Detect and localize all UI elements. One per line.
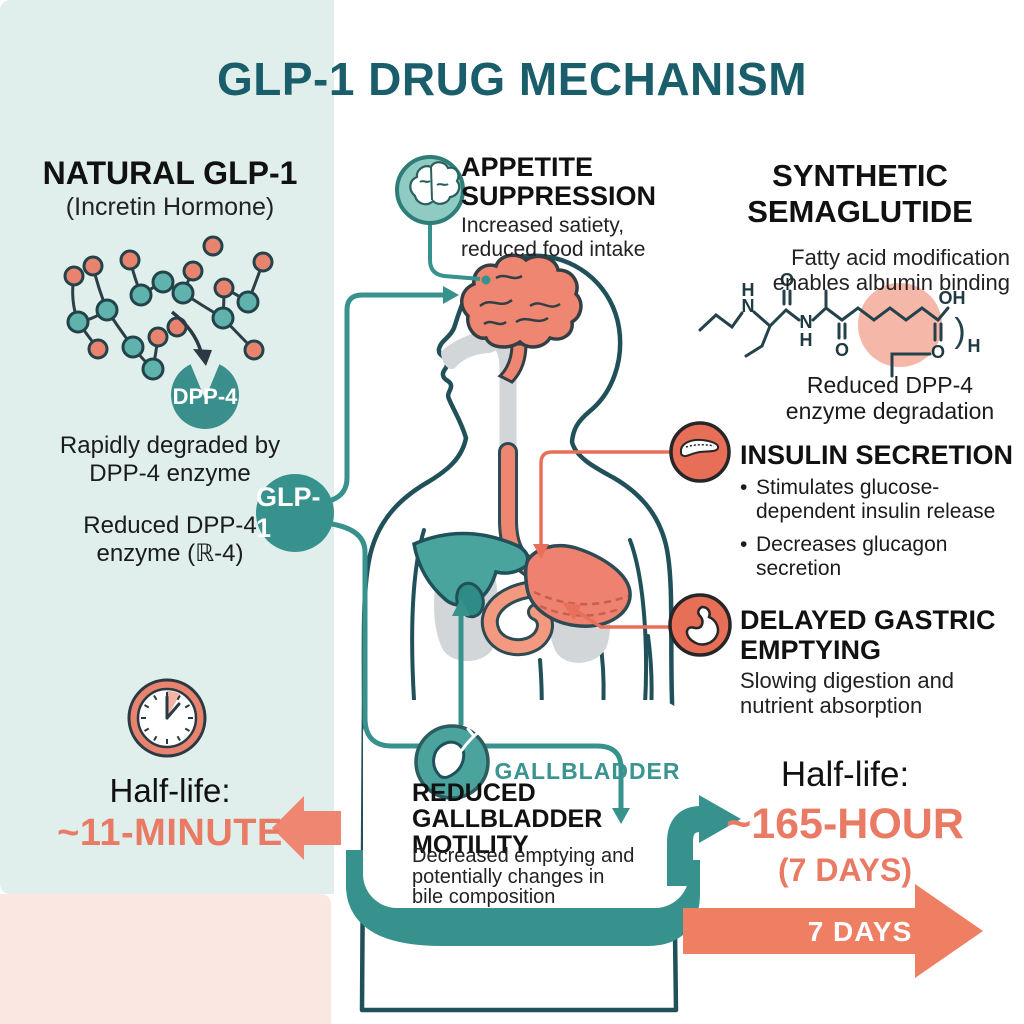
chem-label-n2: N: [800, 312, 813, 332]
chem-label-o1: O: [780, 270, 794, 290]
brain-icon: [395, 155, 465, 225]
coral-leaders: [539, 450, 672, 629]
teal-arrowhead-right: [699, 795, 741, 843]
natural-glp1-heading: NATURAL GLP-1: [42, 155, 298, 191]
chem-paren: ): [954, 312, 965, 350]
clock-icon: [127, 678, 207, 758]
seven-days-arrow-label: 7 DAYS: [807, 916, 913, 947]
gallbladder-label: GALLBLADDER: [494, 758, 681, 784]
chem-label-n1: N: [742, 296, 755, 316]
gallbladder-title: REDUCED GALLBLADDER MOTILITY: [412, 779, 603, 859]
half-life-days: (7 DAYS): [778, 852, 912, 888]
chem-label-h3: H: [968, 336, 981, 356]
page-title: GLP-1 DRUG MECHANISM: [216, 53, 808, 105]
pancreas-icon: [669, 421, 731, 483]
stomach-icon: [668, 593, 732, 657]
eleven-minute-arrow: [272, 796, 341, 860]
dpp4-badge-label: DPP-4: [172, 384, 238, 409]
brain-icon-leader: [428, 224, 481, 281]
glp1-connectors: [329, 292, 624, 813]
seven-days-arrow: [683, 884, 983, 978]
gallbladder-desc: Decreased emptying and potentially chang…: [412, 845, 635, 909]
reduced-enzyme-text: Reduced DPP-4 enzyme (ℝ-4): [83, 512, 257, 567]
half-life-value-right: ~165-HOUR: [726, 800, 964, 848]
half-life-label-left: Half-life:: [109, 772, 231, 809]
fatty-acid-note: Fatty acid modification enables albumin …: [772, 245, 1010, 296]
half-life-label-right: Half-life:: [780, 755, 910, 794]
dpp4-enzyme-icon: [170, 364, 240, 430]
glp1-molecule-network: [63, 235, 274, 430]
chem-label-h2: H: [800, 330, 813, 350]
glp1-badge: GLP-1: [256, 474, 334, 552]
brain-organ: [460, 253, 583, 384]
gastric-desc: Slowing digestion and nutrient absorptio…: [740, 668, 955, 719]
flow-band: [346, 850, 700, 946]
half-life-value-left: ~11-MINUTE: [57, 812, 283, 854]
insulin-bullet-list: Stimulates glucose-dependent insulin rel…: [740, 476, 1024, 590]
synthetic-heading: SYNTHETIC SEMAGLUTIDE: [747, 158, 973, 229]
degraded-text: Rapidly degraded by DPP-4 enzyme: [59, 432, 281, 487]
duodenum: [483, 584, 551, 654]
gallbladder-icon: [414, 724, 490, 800]
gastric-title: DELAYED GASTRIC EMPTYING: [740, 605, 996, 665]
insulin-title: INSULIN SECRETION: [740, 440, 1014, 470]
chem-label-oh: OH: [939, 288, 966, 308]
chem-label-o2: O: [835, 340, 849, 360]
reduced-dpp4-note: Reduced DPP-4 enzyme degradation: [785, 372, 995, 425]
appetite-title: APPETITE SUPPRESSION: [461, 152, 657, 212]
natural-glp1-subheading: (Incretin Hormone): [65, 193, 275, 221]
chemical-structure: H N O N H O OH O H ): [698, 270, 981, 378]
liver-organ: [412, 531, 530, 607]
appetite-desc: Increased satiety, reduced food intake: [461, 214, 646, 261]
chem-label-o3: O: [931, 342, 945, 362]
insulin-bullet-1: Stimulates glucose-dependent insulin rel…: [740, 476, 1024, 523]
chem-label-h1: H: [742, 280, 755, 300]
insulin-bullet-2: Decreases glucagon secretion: [740, 533, 1024, 580]
synthetic-semaglutide-panel: [0, 894, 331, 1024]
